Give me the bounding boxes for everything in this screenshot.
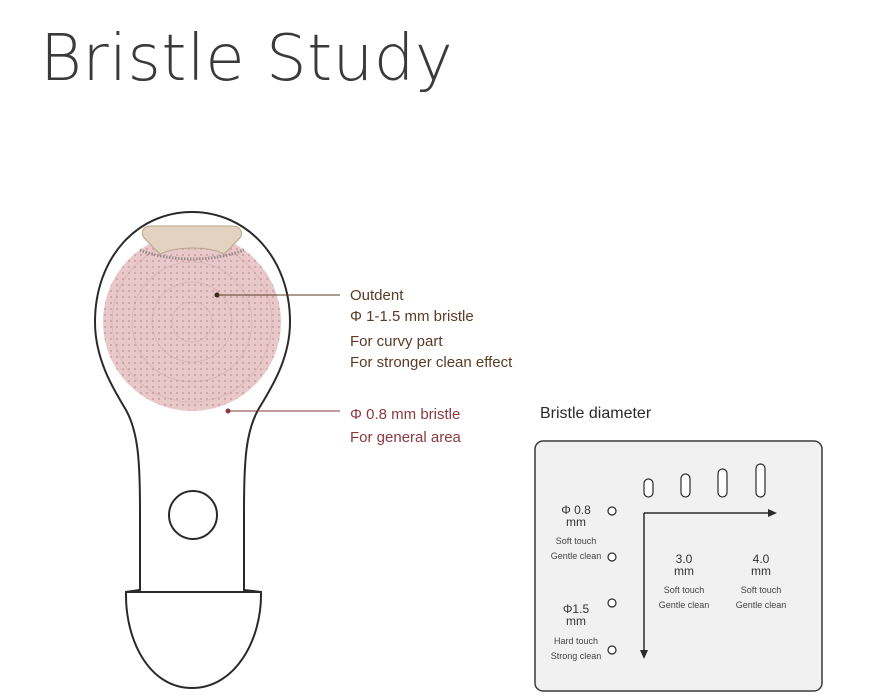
outdent-pad <box>141 225 243 255</box>
marker-circle <box>607 506 617 516</box>
row-diameter-note: Soft touch Gentle clean <box>550 536 602 561</box>
marker-circle <box>607 645 617 655</box>
bristle-icon-4 <box>755 463 766 498</box>
row-diameter-value: Φ 0.8 mm <box>561 503 591 529</box>
outdent-use-1: For curvy part <box>350 333 443 350</box>
bristle-icon-1 <box>643 478 654 498</box>
marker-circle <box>607 598 617 608</box>
bristle-icon-3 <box>717 468 728 498</box>
col-length-note: Soft touch Gentle clean <box>735 585 787 610</box>
col-length-note: Soft touch Gentle clean <box>658 585 710 610</box>
outdent-title: Outdent <box>350 287 404 304</box>
bristle-icon-2 <box>680 473 691 498</box>
col-length-value: 3.0 mm <box>674 552 694 578</box>
standard-callout: Φ 0.8 mm bristle For general area <box>350 404 461 448</box>
row-diameter-note: Hard touch Strong clean <box>550 636 602 661</box>
col-length-value: 4.0 mm <box>751 552 771 578</box>
outdent-size: Φ 1-1.5 mm bristle <box>350 308 474 325</box>
marker-circle <box>607 552 617 562</box>
power-button <box>168 490 218 540</box>
outdent-use-2: For stronger clean effect <box>350 354 513 371</box>
outdent-callout: Outdent Φ 1-1.5 mm bristle For curvy par… <box>350 285 512 373</box>
row-diameter-value: Φ1.5 mm <box>562 602 590 628</box>
standard-size: Φ 0.8 mm bristle <box>350 406 461 423</box>
standard-use: For general area <box>350 429 461 446</box>
panel-title: Bristle diameter <box>540 405 652 422</box>
page-title: Bristle Study <box>40 22 454 96</box>
bristle-diameter-panel <box>534 440 823 692</box>
